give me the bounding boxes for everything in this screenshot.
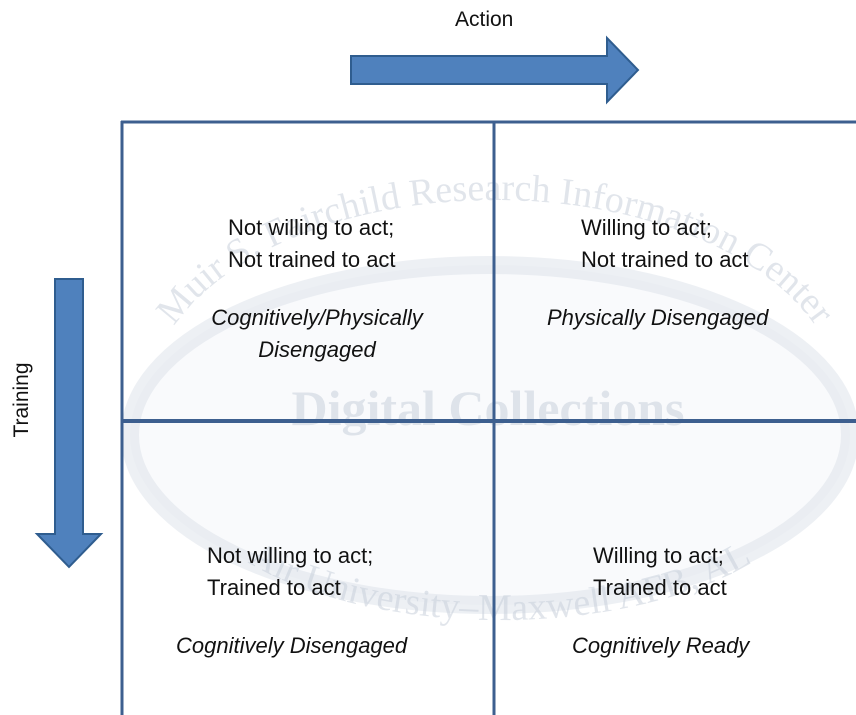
quadrant-description-line: Cognitively/Physically xyxy=(211,305,423,330)
quadrant-training-text: Not trained to act xyxy=(228,247,396,272)
quadrant-willingness-text: Willing to act; xyxy=(593,543,724,568)
quadrant-top-left: Not willing to act; Not trained to act C… xyxy=(195,212,439,366)
arrow-down-icon xyxy=(34,278,104,569)
watermark-seal-outline xyxy=(121,256,856,614)
quadrant-description-line: Disengaged xyxy=(258,337,376,362)
quadrant-training-text: Not trained to act xyxy=(581,247,749,272)
quadrant-bottom-left: Not willing to act; Trained to act Cogni… xyxy=(176,540,407,662)
training-axis-label: Training xyxy=(10,362,33,438)
quadrant-description: Physically Disengaged xyxy=(547,305,769,330)
quadrant-bottom-right: Willing to act; Trained to act Cognitive… xyxy=(572,540,749,662)
quadrant-description: Cognitively Disengaged xyxy=(176,633,408,658)
quadrant-training-text: Trained to act xyxy=(207,575,341,600)
quadrant-training-text: Trained to act xyxy=(593,575,727,600)
watermark-main-text: Digital Collections xyxy=(291,380,684,436)
quadrant-top-right: Willing to act; Not trained to act Physi… xyxy=(547,212,768,334)
quadrant-grid xyxy=(120,120,856,715)
quadrant-willingness-text: Not willing to act; xyxy=(207,543,374,568)
quadrant-willingness-text: Not willing to act; xyxy=(228,215,395,240)
quadrant-description: Cognitively/Physically Disengaged xyxy=(195,302,439,366)
action-axis-label: Action xyxy=(455,8,514,31)
arrow-right-icon xyxy=(350,35,640,105)
quadrant-description: Cognitively Ready xyxy=(572,633,750,658)
quadrant-willingness-text: Willing to act; xyxy=(581,215,712,240)
